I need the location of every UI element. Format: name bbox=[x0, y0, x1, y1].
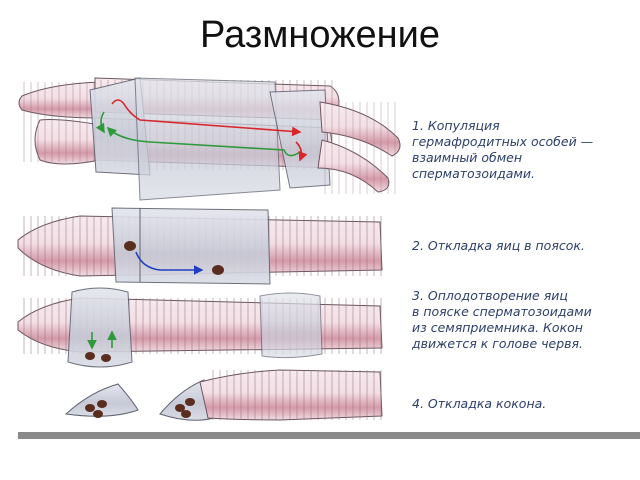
caption-stage-2-line: 2. Откладка яиц в поясок. bbox=[412, 238, 585, 254]
caption-stage-1-line: взаимный обмен bbox=[412, 150, 593, 166]
caption-stage-1-line: сперматозоидами. bbox=[412, 166, 593, 182]
caption-stage-4: 4. Откладка кокона. bbox=[412, 396, 546, 412]
caption-stage-1-line: гермафродитных особей — bbox=[412, 134, 593, 150]
caption-stage-2: 2. Откладка яиц в поясок. bbox=[412, 238, 585, 254]
caption-stage-1-line: 1. Копуляция bbox=[412, 118, 593, 134]
caption-stage-3-line: 3. Оплодотворение яиц bbox=[412, 288, 592, 304]
stage-4-cocoon-drawing bbox=[66, 370, 382, 420]
stage-1-copulation-drawing bbox=[19, 78, 400, 200]
caption-stage-3-line: движется к голове червя. bbox=[412, 336, 592, 352]
slide-divider bbox=[18, 432, 640, 439]
stage-2-egg-laying-drawing bbox=[18, 208, 382, 284]
caption-stage-3: 3. Оплодотворение яиц в пояске сперматоз… bbox=[412, 288, 592, 352]
caption-stage-4-line: 4. Откладка кокона. bbox=[412, 396, 546, 412]
caption-stage-3-line: в пояске сперматозоидами bbox=[412, 304, 592, 320]
caption-stage-3-line: из семяприемника. Кокон bbox=[412, 320, 592, 336]
stage-3-fertilization-drawing bbox=[18, 288, 382, 367]
caption-stage-1: 1. Копуляция гермафродитных особей — вза… bbox=[412, 118, 593, 182]
